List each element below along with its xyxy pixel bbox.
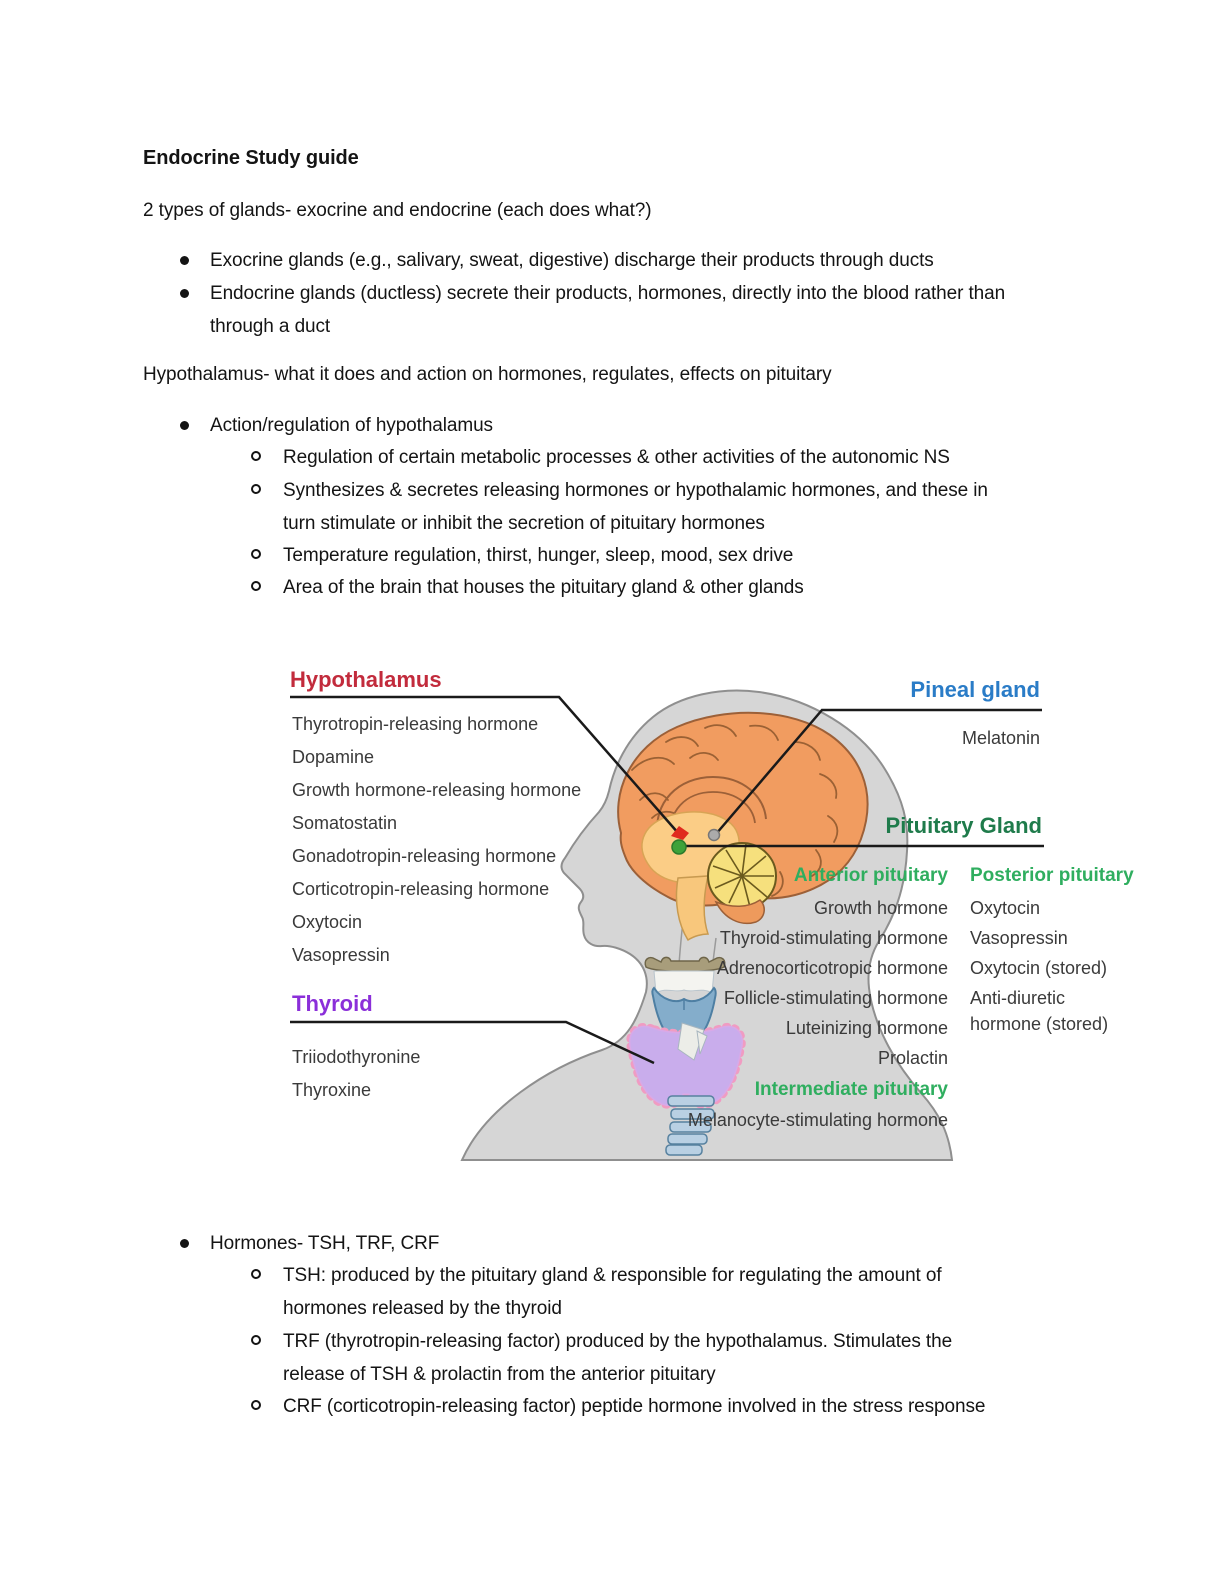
bullet-endocrine-line2: through a duct	[210, 316, 331, 337]
hypothalamus-hormone: Thyrotropin-releasing hormone	[292, 714, 539, 734]
anterior-hormone: Follicle-stimulating hormone	[723, 988, 948, 1008]
hypothalamus-heading: Hypothalamus- what it does and action on…	[143, 364, 832, 385]
thyroid-hormone: Thyroxine	[292, 1080, 372, 1100]
sub-bullet-tsh-line2: hormones released by the thyroid	[283, 1298, 562, 1319]
intro-text: 2 types of glands- exocrine and endocrin…	[143, 200, 652, 221]
hypothalamus-hormone: Somatostatin	[292, 813, 398, 833]
hypothalamus-label: Hypothalamus	[290, 667, 442, 692]
thyroid-hormone: Triiodothyronine	[292, 1047, 421, 1067]
hypothalamus-hormone: Dopamine	[292, 747, 375, 767]
posterior-pituitary-label: Posterior pituitary	[970, 865, 1134, 886]
sub-bullet-icon	[251, 1335, 261, 1345]
sub-bullet-synthesizes-line2: turn stimulate or inhibit the secretion …	[283, 513, 765, 534]
bullet-endocrine-line1: Endocrine glands (ductless) secrete thei…	[210, 283, 1006, 304]
hypothalamus-hormone: Growth hormone-releasing hormone	[292, 780, 582, 800]
anterior-hormone: Thyroid-stimulating hormone	[719, 928, 948, 948]
pineal-leader-line	[715, 708, 1042, 835]
page-title: Endocrine Study guide	[143, 147, 359, 169]
posterior-hormone: Oxytocin	[970, 898, 1041, 918]
bullet-hormones: Hormones- TSH, TRF, CRF	[210, 1233, 440, 1254]
corpus-callosum	[656, 775, 767, 839]
hypothalamus-hormone: Oxytocin	[292, 912, 363, 932]
sub-bullet-temperature: Temperature regulation, thirst, hunger, …	[283, 545, 794, 566]
intermediate-hormone: Melanocyte-stimulating hormone	[687, 1110, 948, 1130]
hypothalamus-hormone: Vasopressin	[292, 945, 390, 965]
sub-bullet-icon	[251, 451, 261, 461]
brain-sulci	[631, 724, 839, 897]
posterior-hormone: Anti-diuretic	[970, 988, 1066, 1008]
pineal-marker	[707, 828, 721, 842]
hypothalamus-marker	[671, 826, 689, 840]
thyroid-label: Thyroid	[292, 991, 373, 1016]
bullet-exocrine: Exocrine glands (e.g., salivary, sweat, …	[210, 250, 934, 271]
sub-bullet-trf-line2: release of TSH & prolactin from the ante…	[283, 1364, 716, 1385]
bullet-icon	[180, 1239, 189, 1248]
bullet-icon	[180, 256, 189, 265]
pineal-gland-label: Pineal gland	[910, 677, 1040, 702]
posterior-hormone: hormone (stored)	[970, 1014, 1109, 1034]
sub-bullet-synthesizes-line1: Synthesizes & secretes releasing hormone…	[283, 480, 988, 501]
sub-bullet-icon	[251, 1269, 261, 1279]
intermediate-pituitary-label: Intermediate pituitary	[754, 1079, 948, 1100]
brainstem	[675, 875, 710, 942]
sub-bullet-icon	[251, 484, 261, 494]
bullet-action-regulation: Action/regulation of hypothalamus	[210, 415, 493, 436]
posterior-hormone: Oxytocin (stored)	[970, 958, 1108, 978]
hypothalamus-hormone: Gonadotropin-releasing hormone	[292, 846, 557, 866]
hyoid-bone	[644, 956, 726, 973]
anterior-pituitary-label: Anterior pituitary	[793, 865, 948, 886]
anterior-hormone: Luteinizing hormone	[785, 1018, 948, 1038]
pineal-hormone: Melatonin	[961, 728, 1040, 748]
sub-bullet-crf: CRF (corticotropin-releasing factor) pep…	[283, 1396, 986, 1417]
hypothalamus-leader-line	[290, 695, 680, 835]
hypothalamus-hormone: Corticotropin-releasing hormone	[292, 879, 550, 899]
sub-bullet-tsh-line1: TSH: produced by the pituitary gland & r…	[283, 1265, 942, 1286]
pituitary-gland-label: Pituitary Gland	[885, 813, 1042, 838]
bullet-icon	[180, 421, 189, 430]
thyroid-leader-line	[290, 1020, 655, 1065]
anatomy-illustration	[290, 689, 1044, 1161]
sub-bullet-icon	[251, 549, 261, 559]
pituitary-marker	[671, 839, 687, 855]
cartilage-shard	[696, 1030, 708, 1055]
leader-lines	[290, 695, 1044, 1065]
sub-bullet-icon	[251, 1400, 261, 1410]
bullet-icon	[180, 289, 189, 298]
anterior-hormone: Prolactin	[877, 1048, 948, 1068]
pons	[714, 899, 765, 924]
sub-bullet-regulation: Regulation of certain metabolic processe…	[283, 447, 950, 468]
sub-bullet-icon	[251, 581, 261, 591]
anterior-hormone: Growth hormone	[813, 898, 948, 918]
posterior-hormone: Vasopressin	[970, 928, 1068, 948]
thyrohyoid-membrane	[653, 970, 715, 994]
trachea-rings	[665, 1095, 715, 1156]
endocrine-diagram: Hypothalamus Thyrotropin-releasing hormo…	[280, 650, 1134, 1180]
anterior-hormone: Adrenocorticotropic hormone	[716, 958, 948, 978]
sub-bullet-trf-line1: TRF (thyrotropin-releasing factor) produ…	[283, 1331, 953, 1352]
sub-bullet-area-of-brain: Area of the brain that houses the pituit…	[283, 577, 804, 598]
cerebellum-folia	[712, 843, 774, 908]
